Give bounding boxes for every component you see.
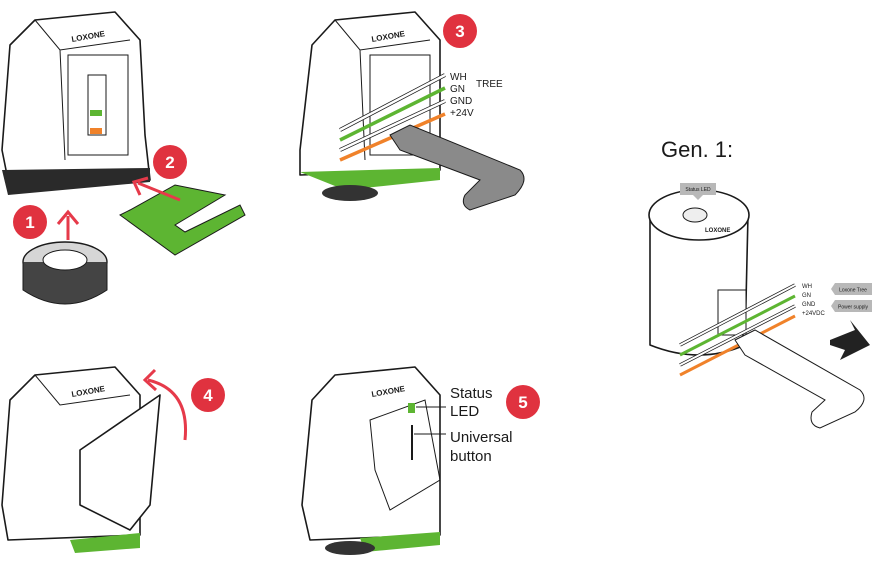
wire-label-24v: +24V bbox=[450, 108, 474, 119]
step-marker-5: 5 bbox=[506, 385, 540, 419]
device-step-4: LOXONE bbox=[1, 366, 161, 553]
gen1-wires bbox=[679, 283, 796, 377]
gen1-power-supply-tag: Power supply bbox=[831, 300, 872, 312]
status-led-label-1: Status bbox=[450, 385, 493, 402]
arrow-rotate bbox=[142, 368, 188, 441]
brand_logo: LOXONE bbox=[705, 228, 730, 234]
status-led-label-2: LED bbox=[450, 403, 479, 420]
arrow-up bbox=[56, 209, 80, 240]
step-marker-4: 4 bbox=[191, 378, 225, 412]
mounting-ring bbox=[22, 241, 108, 305]
gen1-device: LOXONE bbox=[648, 189, 750, 356]
universal-button-label-1: Universal bbox=[450, 429, 513, 446]
gen1-push-arrow bbox=[830, 320, 870, 360]
gen1-wire-gnd: GND bbox=[802, 302, 816, 308]
device-step-1: LOXONE bbox=[1, 11, 151, 195]
wire-label-gnd: GND bbox=[450, 96, 472, 107]
gen1-release-tool bbox=[734, 329, 865, 429]
device-step-5: LOXONE bbox=[301, 366, 441, 555]
tree-label: TREE bbox=[476, 79, 503, 90]
gen1-wire-24vdc: +24VDC bbox=[802, 311, 826, 317]
steps-3-number: 4 bbox=[203, 386, 213, 405]
gen1-wire-wh: WH bbox=[802, 284, 812, 290]
gen1-title: Gen. 1: bbox=[661, 137, 733, 162]
gen1-loxone-tree-tag: Loxone Tree bbox=[831, 283, 872, 295]
green-clip bbox=[119, 184, 246, 256]
wire-label-gn: GN bbox=[450, 84, 465, 95]
device-step-3: LOXONE bbox=[299, 11, 441, 201]
steps-1-number: 2 bbox=[165, 153, 174, 172]
wire-label-wh: WH bbox=[450, 72, 467, 83]
step-marker-1: 1 bbox=[13, 205, 47, 239]
release-tool bbox=[389, 124, 525, 211]
steps-0-number: 1 bbox=[25, 213, 34, 232]
universal-button-label-2: button bbox=[450, 448, 492, 465]
gen1-power_supply_tag: Power supply bbox=[838, 305, 869, 311]
status-led bbox=[408, 403, 415, 413]
gen1-wire-gn: GN bbox=[802, 293, 811, 299]
gen1-status_led_tag: Status LED bbox=[685, 187, 711, 193]
step-marker-2: 2 bbox=[153, 145, 187, 179]
gen1-status-led-tag: Status LED bbox=[680, 183, 716, 200]
step-marker-3: 3 bbox=[443, 14, 477, 48]
steps-4-number: 5 bbox=[518, 393, 527, 412]
steps-2-number: 3 bbox=[455, 22, 464, 41]
arrow-left bbox=[131, 176, 181, 202]
gen1-loxone_tree_tag: Loxone Tree bbox=[839, 288, 867, 294]
